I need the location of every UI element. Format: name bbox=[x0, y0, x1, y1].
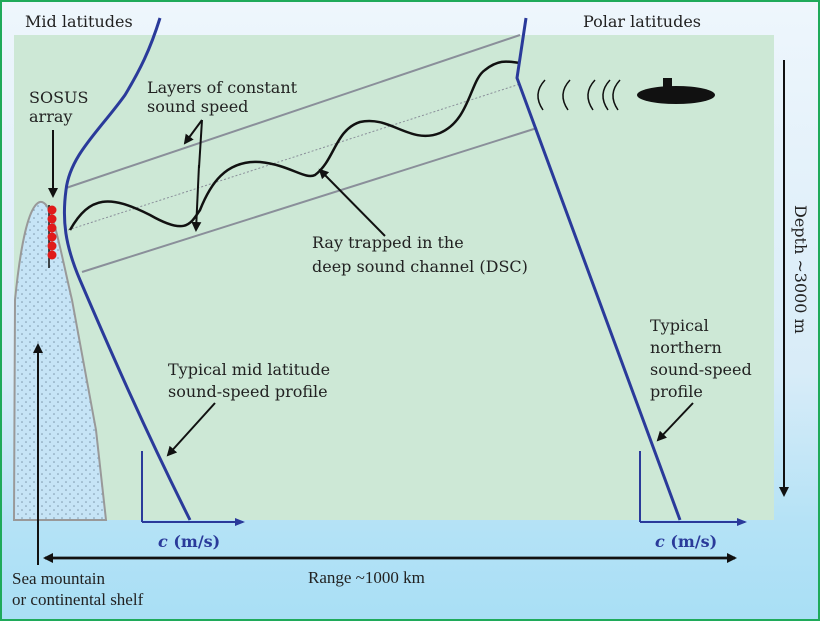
mid-profile-axes bbox=[141, 451, 245, 526]
north-profile-label-line2: northern bbox=[650, 338, 722, 357]
ocean-region bbox=[14, 35, 774, 520]
trapped-ray-path bbox=[68, 60, 521, 231]
ray-label-line1: Ray trapped in the bbox=[312, 233, 464, 252]
ray-label-line2: deep sound channel (DSC) bbox=[312, 257, 528, 276]
title-polar-latitudes: Polar latitudes bbox=[583, 12, 701, 31]
polar-profile-axes bbox=[639, 451, 747, 526]
sound-wave-icon bbox=[537, 79, 621, 111]
sosus-hydrophone-icon bbox=[47, 205, 57, 268]
mid-latitude-profile-curve bbox=[62, 17, 192, 521]
sosus-label-line2: array bbox=[29, 107, 72, 126]
mid-axis-label: c (m/s) bbox=[158, 532, 220, 551]
mid-profile-label-line1: Typical mid latitude bbox=[168, 360, 330, 379]
title-mid-latitudes: Mid latitudes bbox=[25, 12, 133, 31]
north-profile-label-line4: profile bbox=[650, 382, 703, 401]
mountain-label-line2: or continental shelf bbox=[12, 590, 144, 609]
north-profile-label-line3: sound-speed bbox=[650, 360, 752, 379]
north-profile-label-line1: Typical bbox=[650, 316, 709, 335]
constant-sound-speed-layers bbox=[65, 34, 538, 273]
layers-arrows bbox=[183, 119, 203, 232]
mountain-label-line1: Sea mountain bbox=[12, 569, 106, 588]
sosus-label-line1: SOSUS bbox=[29, 88, 88, 107]
layers-label-line2: sound speed bbox=[147, 97, 248, 116]
ray-arrow bbox=[318, 168, 386, 237]
layers-label-line1: Layers of constant bbox=[147, 78, 298, 97]
north-profile-arrow bbox=[656, 402, 694, 442]
depth-label: Depth ~3000 m bbox=[791, 205, 810, 334]
mid-profile-label-line2: sound-speed profile bbox=[168, 382, 328, 401]
submarine-icon bbox=[637, 78, 715, 104]
polar-axis-label: c (m/s) bbox=[655, 532, 717, 551]
polar-profile-curve bbox=[515, 17, 682, 521]
range-label: Range ~1000 km bbox=[308, 568, 425, 587]
mid-profile-arrow bbox=[166, 402, 216, 457]
